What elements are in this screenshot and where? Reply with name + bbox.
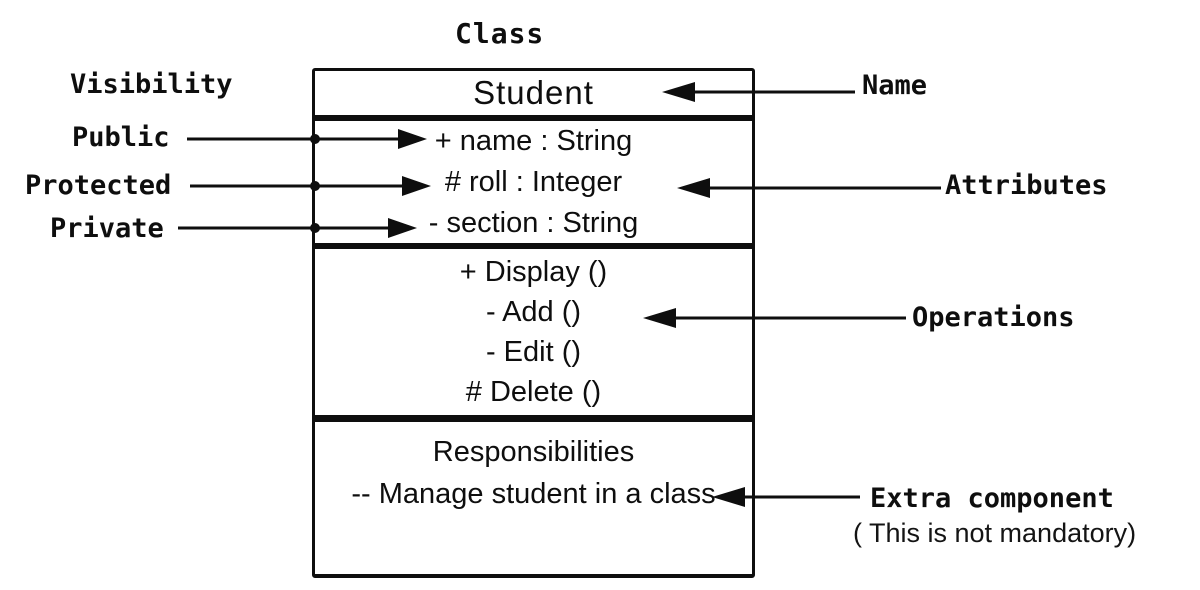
- attribute-row: - section : String: [428, 206, 639, 239]
- operation-row: # Delete (): [465, 376, 602, 408]
- responsibilities-compartment: Responsibilities -- Manage student in a …: [315, 422, 752, 515]
- operation-row: + Display (): [459, 256, 608, 288]
- class-name-compartment: Student: [315, 71, 752, 121]
- responsibilities-header: Responsibilities: [432, 436, 635, 468]
- class-box: Student + name : String # roll : Integer…: [312, 68, 755, 578]
- public-label: Public: [72, 122, 170, 153]
- diagram-title: Class: [455, 17, 545, 50]
- attribute-row: + name : String: [434, 125, 633, 158]
- attribute-row: # roll : Integer: [444, 165, 623, 198]
- operation-row: - Add (): [485, 296, 582, 328]
- extra-component-note: ( This is not mandatory): [853, 518, 1137, 548]
- operations-compartment: + Display () - Add () - Edit () # Delete…: [315, 249, 752, 422]
- responsibilities-item: -- Manage student in a class: [351, 478, 716, 510]
- private-label: Private: [50, 213, 164, 244]
- class-name: Student: [473, 74, 594, 111]
- attributes-label: Attributes: [945, 170, 1108, 201]
- protected-label: Protected: [25, 170, 172, 201]
- visibility-label: Visibility: [70, 69, 233, 100]
- extra-component-label: Extra component: [870, 483, 1114, 514]
- operations-label: Operations: [912, 302, 1075, 333]
- name-label: Name: [862, 70, 928, 101]
- operation-row: - Edit (): [485, 336, 582, 368]
- attributes-compartment: + name : String # roll : Integer - secti…: [315, 121, 752, 249]
